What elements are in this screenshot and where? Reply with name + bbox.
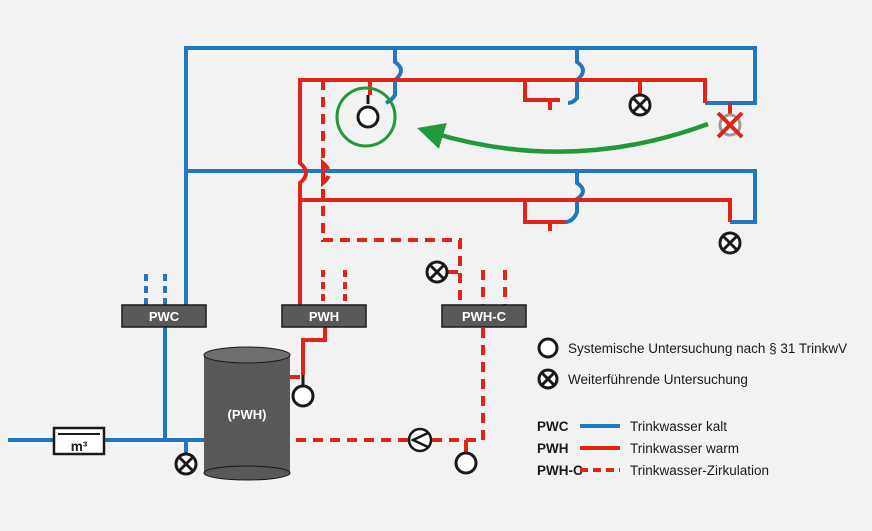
pwc-manifold: PWC [121, 304, 207, 328]
pwh-manifold-label: PWH [309, 309, 339, 324]
pwhc-manifold-label: PWH-C [462, 309, 507, 324]
legend-line-pwhc: PWH-C Trinkwasser-Zirkulation [537, 463, 769, 478]
further-sampling-point-icon [174, 452, 198, 476]
removed-sampling-point-icon [716, 111, 744, 139]
further-sampling-point-icon [537, 368, 559, 390]
legend-further-text: Weiterführende Untersuchung [568, 372, 748, 387]
warm-water-lines [290, 78, 732, 379]
further-sampling-point-icon [628, 93, 652, 117]
legend-text: Trinkwasser kalt [630, 419, 727, 434]
sampling-point-icon [291, 375, 315, 408]
legend-code: PWH-C [537, 463, 583, 478]
legend-line-pwh: PWH Trinkwasser warm [537, 441, 739, 456]
legend-line-pwc: PWC Trinkwasser kalt [537, 419, 727, 434]
legend-code: PWC [537, 419, 569, 434]
meter-label: m³ [71, 439, 88, 454]
water-meter-icon: m³ [52, 426, 106, 456]
further-sampling-point-icon [718, 231, 742, 255]
legend-systemic-text: Systemische Untersuchung nach § 31 Trink… [568, 341, 847, 356]
pwh-manifold: PWH [281, 304, 367, 328]
legend-text: Trinkwasser-Zirkulation [630, 463, 769, 478]
further-sampling-point-icon [425, 260, 449, 284]
tank-label: (PWH) [228, 407, 267, 422]
legend: Systemische Untersuchung nach § 31 Trink… [537, 337, 847, 478]
pwc-manifold-label: PWC [149, 309, 180, 324]
circulation-pump-icon [407, 427, 433, 453]
legend-code: PWH [537, 441, 569, 456]
legend-item-systemic: Systemische Untersuchung nach § 31 Trink… [537, 337, 847, 359]
circulation-lines [290, 80, 507, 455]
hot-water-tank: (PWH) [203, 346, 291, 481]
highlight-ring [335, 86, 397, 148]
relocate-arrow-icon [417, 121, 709, 154]
pwhc-manifold: PWH-C [441, 304, 527, 328]
legend-item-further: Weiterführende Untersuchung [537, 368, 748, 390]
sampling-point-icon [454, 451, 478, 475]
sampling-point-icon [537, 337, 559, 359]
sampling-point-icon [356, 95, 380, 129]
legend-text: Trinkwasser warm [630, 441, 739, 456]
